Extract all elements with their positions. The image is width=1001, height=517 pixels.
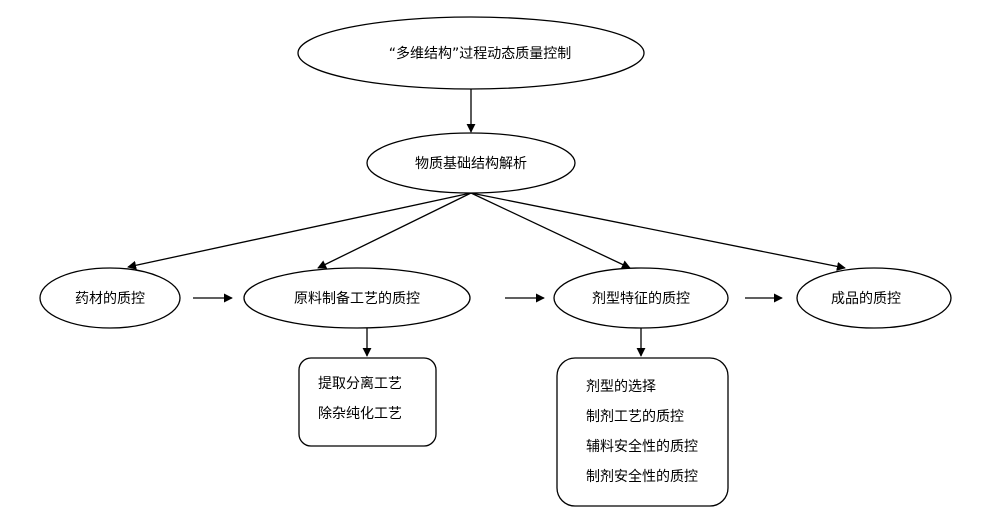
node-top-label: “多维结构”过程动态质量控制	[389, 45, 572, 62]
raw-details-box: 提取分离工艺 除杂纯化工艺	[298, 357, 437, 447]
form-detail-item: 辅料安全性的质控	[586, 438, 698, 455]
raw-detail-item: 除杂纯化工艺	[318, 406, 402, 422]
node-product-label: 成品的质控	[831, 291, 901, 307]
node-raw: 原料制备工艺的质控	[243, 267, 471, 329]
node-analysis: 物质基础结构解析	[366, 132, 576, 194]
form-details-box: 剂型的选择 制剂工艺的质控 辅料安全性的质控 制剂安全性的质控	[556, 357, 729, 507]
node-herb: 药材的质控	[39, 267, 181, 329]
node-analysis-label: 物质基础结构解析	[415, 155, 527, 172]
arrow-analysis-to-form	[470, 192, 631, 269]
arrow-analysis-to-raw	[317, 192, 472, 269]
raw-detail-item: 提取分离工艺	[318, 375, 402, 392]
form-detail-item: 制剂工艺的质控	[586, 409, 684, 425]
node-top: “多维结构”过程动态质量控制	[297, 16, 645, 90]
node-product: 成品的质控	[796, 267, 952, 329]
node-raw-label: 原料制备工艺的质控	[294, 290, 420, 307]
arrow-analysis-to-herb	[127, 192, 472, 270]
form-detail-item: 制剂安全性的质控	[586, 468, 698, 485]
node-form-label: 剂型特征的质控	[592, 291, 690, 307]
form-detail-item: 剂型的选择	[586, 379, 656, 395]
node-form: 剂型特征的质控	[553, 267, 729, 329]
node-herb-label: 药材的质控	[75, 291, 145, 307]
arrow-analysis-to-product	[470, 192, 846, 271]
